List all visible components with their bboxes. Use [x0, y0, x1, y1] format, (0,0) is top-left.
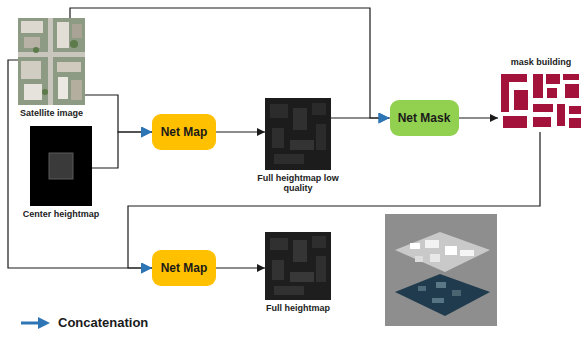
caption-holder: Center heightmap — [11, 209, 111, 219]
network-box: Net Mask — [390, 100, 459, 136]
connector — [70, 8, 390, 118]
image-caption: Center heightmap — [11, 209, 111, 219]
caption-holder: Full heightmap — [248, 303, 348, 313]
connector — [92, 132, 152, 168]
legend: Concatenation — [20, 315, 148, 330]
legend-row: Concatenation — [20, 315, 148, 330]
image-panel: Center heightmap — [30, 126, 92, 206]
legend-arrow-sample — [20, 316, 52, 330]
render-3d-picture — [385, 214, 497, 326]
connector — [8, 60, 152, 268]
heightmap-full-picture — [265, 232, 331, 300]
caption-holder: Satellite image — [2, 108, 102, 118]
caption-holder: mask building — [498, 57, 584, 67]
image-panel: Satellite image — [18, 18, 85, 105]
image-panel: Full heightmap — [265, 232, 331, 300]
legend-text: Concatenation — [58, 315, 148, 330]
connector — [85, 95, 152, 132]
mask-picture — [498, 70, 584, 132]
image-panel: Full heightmap low quality — [265, 98, 331, 170]
network-box: Net Map — [152, 114, 216, 150]
connector — [459, 117, 499, 118]
box-label: Net Mask — [398, 111, 451, 125]
heightmap-low-picture — [265, 98, 331, 170]
image-caption: Full heightmap — [248, 303, 348, 313]
box-label: Net Map — [161, 261, 208, 275]
network-box: Net Map — [152, 250, 216, 286]
connector — [216, 267, 265, 268]
image-caption: mask building — [498, 57, 584, 67]
satellite-picture — [18, 18, 85, 105]
connector — [216, 131, 265, 132]
box-label: Net Map — [161, 125, 208, 139]
connector — [128, 132, 540, 268]
image-panel: mask building — [498, 70, 584, 132]
caption-holder: Full heightmap low quality — [252, 173, 344, 194]
center-heightmap-picture — [30, 126, 92, 206]
image-caption: Satellite image — [2, 108, 102, 118]
image-caption: Full heightmap low quality — [252, 173, 344, 194]
